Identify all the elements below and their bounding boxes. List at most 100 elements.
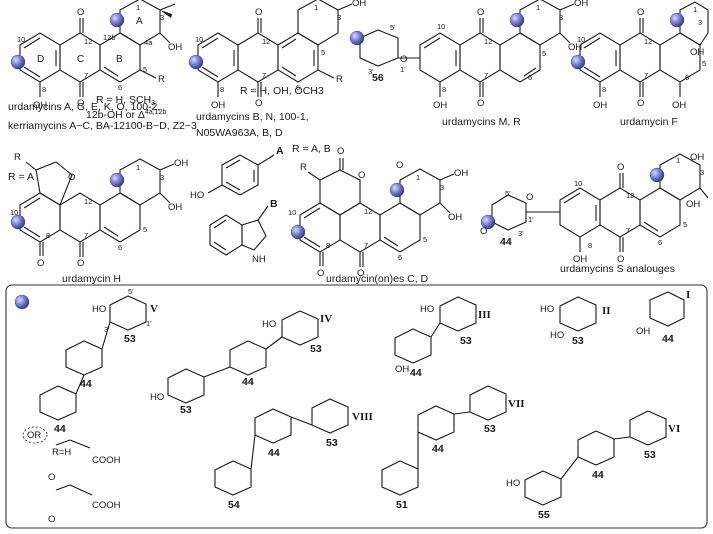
atom-number: 5' <box>128 287 134 296</box>
atom-label: HO <box>150 392 164 403</box>
panel-urdamycin-s <box>480 153 709 252</box>
sugar-chain-iii <box>394 296 477 364</box>
atom-label: O <box>37 258 44 269</box>
panel-substituents <box>207 154 275 256</box>
sugar-chain-iv <box>167 310 319 404</box>
atom-number: 6 <box>118 83 122 92</box>
sugar-number: 53 <box>180 404 192 416</box>
chain-roman-v: V <box>150 303 158 315</box>
atom-number: 1 <box>676 156 680 165</box>
sugar-number: 44 <box>54 423 66 435</box>
atom-number: 6 <box>658 238 662 247</box>
sugar-number: 44 <box>662 333 674 345</box>
atom-label: OH <box>672 100 686 111</box>
r-definition: R=H <box>52 447 71 458</box>
atom-label: HO <box>540 304 554 315</box>
atom-label: HO <box>92 304 106 315</box>
compound-caption: urdamycin F <box>620 116 678 128</box>
chain-roman-iv: IV <box>320 313 332 325</box>
atom-number: 1 <box>536 3 540 12</box>
sugar-chain-viii <box>214 398 349 496</box>
atom-number: 12 <box>626 191 634 200</box>
panel-urdamycin-a <box>10 0 176 97</box>
atom-number: 10 <box>577 35 585 44</box>
atom-label: OH <box>574 0 588 9</box>
legend-ball <box>14 294 30 310</box>
sugar-number: 44 <box>80 378 92 390</box>
atom-label: R <box>14 152 21 163</box>
atom-number: 7 <box>484 71 488 80</box>
atom-number: 1 <box>693 5 697 14</box>
atom-number: 3 <box>337 13 341 22</box>
atom-label: O <box>357 268 364 279</box>
atom-number: 3 <box>700 168 704 177</box>
atom-label: OH <box>690 47 704 58</box>
atom-number: 7 <box>262 71 266 80</box>
atom-label: R <box>158 74 165 85</box>
atom-number: 3 <box>698 18 702 27</box>
atom-label: O <box>317 268 324 279</box>
atom-label: OH <box>33 100 47 111</box>
atom-number: 3' <box>368 67 374 76</box>
atom-label: OH <box>593 100 607 111</box>
atom-number: 5 <box>143 65 147 74</box>
atom-label: O <box>526 192 533 203</box>
atom-label: OH <box>211 100 225 111</box>
atom-number: 7 <box>364 241 368 250</box>
r-definition: R = A, B <box>292 143 331 155</box>
atom-label: O <box>480 226 487 237</box>
atom-number: 12 <box>364 207 372 216</box>
atom-label: O <box>477 7 484 18</box>
atom-number: 5 <box>423 235 427 244</box>
sugar-number: 44 <box>592 469 604 481</box>
sugar-attachment-ball <box>389 182 405 198</box>
atom-label: HO <box>190 190 204 201</box>
atom-label: OH <box>168 202 182 213</box>
atom-label: OH <box>568 42 582 53</box>
atom-label: O <box>617 162 624 173</box>
sugar-attachment-ball <box>669 12 685 28</box>
atom-number: 8 <box>220 85 224 94</box>
atom-number: 7 <box>644 71 648 80</box>
atom-number: 6 <box>398 253 402 262</box>
atom-label: OH <box>690 152 704 163</box>
r-definition: R = H, OH, OCH3 <box>240 85 324 97</box>
atom-number: 7 <box>84 231 88 240</box>
sugar-number: 53 <box>124 333 136 345</box>
sugar-number: 55 <box>538 509 550 521</box>
compound-caption: urdamycins A, G, E, K, O, 100-2,kerriamy… <box>8 101 197 132</box>
or-label: OR <box>27 430 41 441</box>
sugar-attachment-ball <box>570 54 586 70</box>
sugar-number: 53 <box>484 423 496 435</box>
atom-label: O <box>48 514 55 525</box>
atom-number: 3 <box>440 183 444 192</box>
atom-number: 3' <box>518 229 524 238</box>
sugar-chain-ii <box>559 296 597 332</box>
atom-label: HO <box>506 478 520 489</box>
atom-number: 8 <box>442 85 446 94</box>
sugar-moiety-box <box>5 284 708 529</box>
atom-number: 10 <box>17 35 25 44</box>
atom-number: 5' <box>505 189 511 198</box>
sugar-attachment-ball <box>10 214 26 230</box>
ring-label-b: B <box>116 54 123 65</box>
chain-roman-i: I <box>686 289 690 301</box>
atom-number: 3 <box>160 13 164 22</box>
sugar-number: 53 <box>644 449 656 461</box>
chain-roman-viii: VIII <box>352 411 373 423</box>
atom-label: O <box>255 98 262 109</box>
atom-number: 10 <box>288 208 296 217</box>
sugar-number: 53 <box>326 437 338 449</box>
sugar-chain-vii <box>381 385 507 496</box>
atom-label: HO <box>420 304 434 315</box>
atom-label: OH <box>352 0 366 9</box>
sugar-number: 44 <box>410 367 422 379</box>
chain-roman-vii: VII <box>508 398 525 410</box>
panel-urdamycin-f <box>570 1 709 97</box>
atom-number: 12 <box>484 37 492 46</box>
atom-label: OH <box>686 199 700 210</box>
atom-label: COOH <box>92 455 121 466</box>
sugar-number: 53 <box>310 343 322 355</box>
atom-label: COOH <box>92 500 121 511</box>
